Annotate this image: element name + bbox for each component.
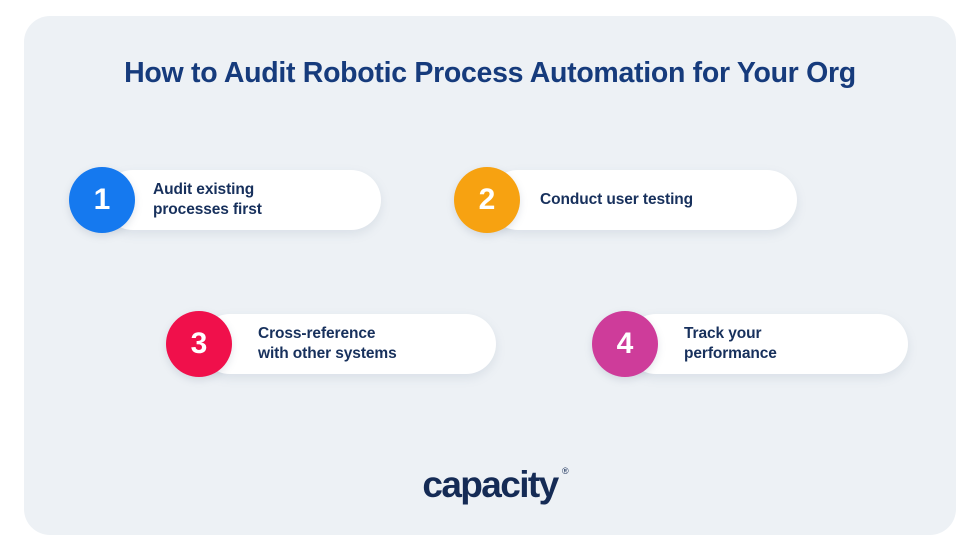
step-item-1: Audit existing processes first 1 — [69, 167, 381, 233]
step-label-3: Cross-reference with other systems — [258, 325, 397, 362]
brand-wordmark: capacity ® — [422, 464, 568, 505]
step-item-4: Track your performance 4 — [592, 311, 908, 377]
step-item-2: Conduct user testing 2 — [454, 167, 797, 233]
step-badge-4: 4 — [592, 311, 658, 377]
step-card-2: Conduct user testing — [488, 170, 797, 230]
step-badge-1: 1 — [69, 167, 135, 233]
page-title: How to Audit Robotic Process Automation … — [124, 57, 856, 89]
content-panel — [24, 16, 956, 535]
step-label-1: Audit existing processes first — [153, 181, 262, 218]
step-badge-2: 2 — [454, 167, 520, 233]
step-number-1: 1 — [93, 183, 111, 216]
step-card-4: Track your performance — [626, 314, 908, 374]
brand-name: capacity — [422, 464, 559, 505]
step-item-3: Cross-reference with other systems 3 — [166, 311, 496, 377]
step-badge-3: 3 — [166, 311, 232, 377]
brand-logo: capacity ® — [0, 466, 980, 503]
step-number-2: 2 — [478, 183, 496, 216]
step-number-4: 4 — [616, 327, 634, 360]
step-number-3: 3 — [190, 327, 208, 360]
step-card-1: Audit existing processes first — [103, 170, 381, 230]
step-label-2: Conduct user testing — [540, 191, 694, 209]
step-card-3: Cross-reference with other systems — [200, 314, 496, 374]
registered-trademark-icon: ® — [562, 466, 569, 476]
step-label-4: Track your performance — [684, 325, 777, 362]
